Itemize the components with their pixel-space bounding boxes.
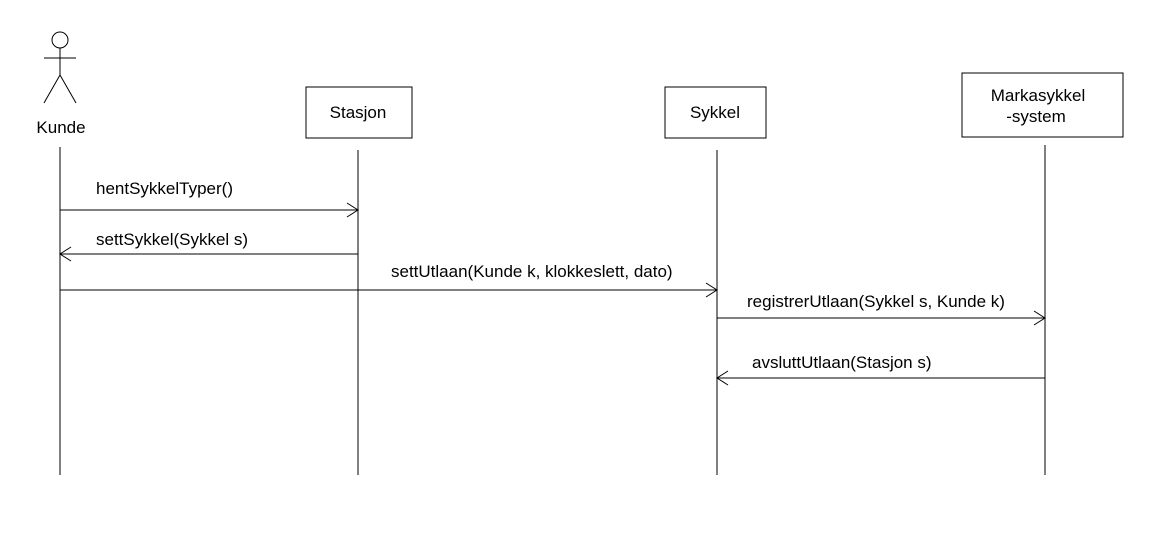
participant-box [664,86,767,139]
arrowhead-left-icon [716,370,729,386]
participant-sykkel: Sykkel [664,86,767,139]
stick-figure-icon [43,31,77,104]
participant-box [305,86,413,139]
arrowhead-left-icon [59,246,72,262]
arrowhead-right-icon [705,282,718,298]
actor-label: Kunde [36,118,85,137]
message-label: settSykkel(Sykkel s) [96,230,248,249]
participant-stasjon: Stasjon [305,86,413,139]
actor-kunde: Kunde [36,31,86,137]
message-sett-sykkel: settSykkel(Sykkel s) [59,230,358,262]
message-sett-utlaan: settUtlaan(Kunde k, klokkeslett, dato) [60,262,718,298]
message-avslutt-utlaan: avsluttUtlaan(Stasjon s) [716,353,1045,386]
participant-label-line2: -system [1006,107,1066,126]
participant-label-line1: Markasykkel [991,86,1085,105]
participant-label: Sykkel [690,103,740,122]
message-label: registrerUtlaan(Sykkel s, Kunde k) [747,292,1005,311]
message-registrer-utlaan: registrerUtlaan(Sykkel s, Kunde k) [717,292,1046,326]
arrowhead-right-icon [346,202,359,218]
arrowhead-right-icon [1033,310,1046,326]
message-label: settUtlaan(Kunde k, klokkeslett, dato) [391,262,673,281]
message-label: avsluttUtlaan(Stasjon s) [752,353,932,372]
participant-markasykkel-system: Markasykkel -system [961,72,1124,138]
participant-label: Stasjon [330,103,387,122]
message-label: hentSykkelTyper() [96,179,233,198]
participant-box [961,72,1124,138]
message-hent-sykkel-typer: hentSykkelTyper() [60,179,359,218]
